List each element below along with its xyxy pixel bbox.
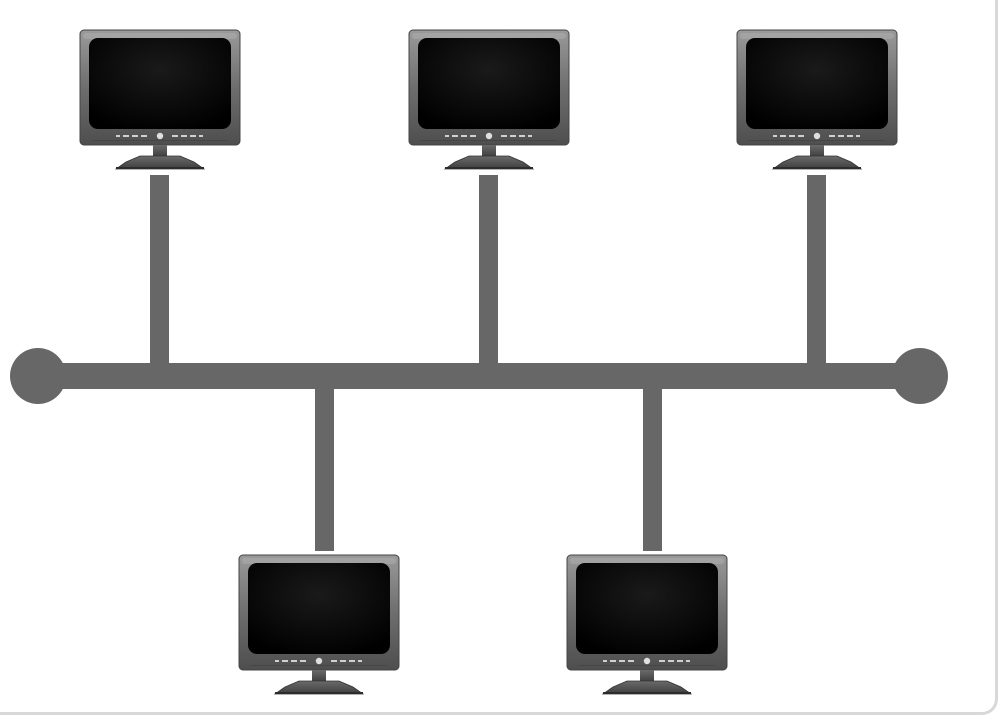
drop-cable-pc-2 — [479, 175, 498, 369]
computer-monitor-icon — [238, 554, 400, 695]
drop-cable-pc-1 — [150, 175, 169, 369]
computer-monitor-icon — [566, 554, 728, 695]
drop-cable-pc-3 — [807, 175, 826, 369]
computer-monitor-icon — [736, 29, 898, 170]
computer-monitor-icon — [79, 29, 241, 170]
right-terminator — [892, 348, 948, 404]
computer-monitor-icon — [408, 29, 570, 170]
drop-cable-pc-4 — [315, 383, 334, 551]
left-terminator — [10, 348, 66, 404]
drop-cable-pc-5 — [643, 383, 662, 551]
